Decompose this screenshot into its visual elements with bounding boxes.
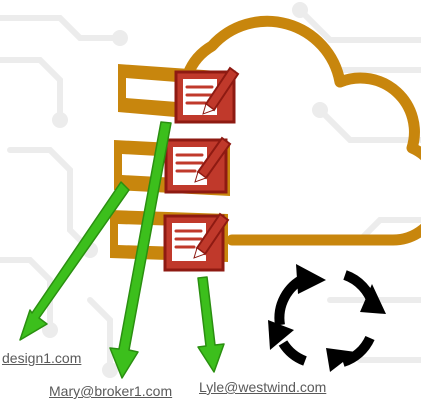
sync-icon xyxy=(268,264,386,372)
document-edit-icon-bottom xyxy=(163,212,230,272)
cloud-icon xyxy=(182,15,421,246)
arrow-icon-to-design xyxy=(19,181,130,341)
link-design1[interactable]: design1.com xyxy=(2,350,82,366)
document-edit-icon-middle xyxy=(164,136,232,194)
link-mary-broker1[interactable]: Mary@broker1.com xyxy=(49,383,173,399)
arrow-icon-to-lyle xyxy=(197,276,225,373)
link-lyle-westwind[interactable]: Lyle@westwind.com xyxy=(199,379,327,395)
document-edit-icon-top xyxy=(174,66,240,124)
arrow-icon-to-mary xyxy=(109,121,172,379)
